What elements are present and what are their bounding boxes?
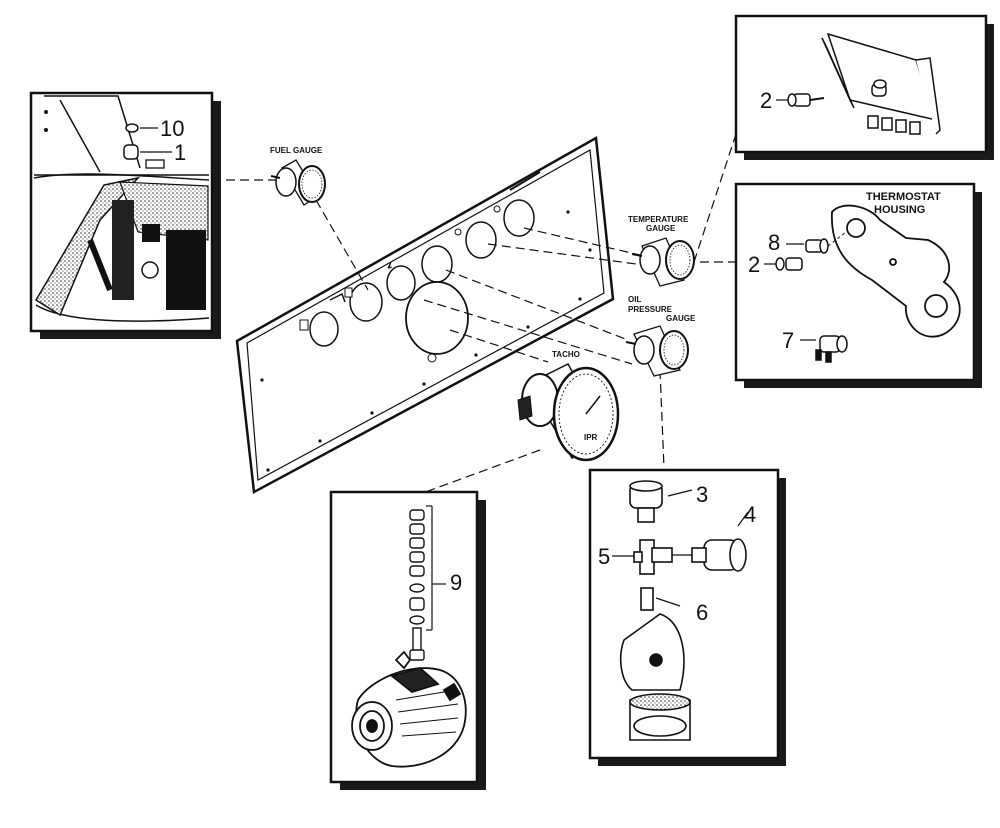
inset-fuel-sender bbox=[29, 91, 221, 339]
panel-hole-temp bbox=[465, 221, 497, 259]
callout-7: 7 bbox=[782, 328, 794, 353]
callout-10: 10 bbox=[160, 116, 184, 141]
inset-thermostat-housing bbox=[734, 182, 982, 388]
thermostat-label-1: THERMOSTAT bbox=[866, 191, 941, 203]
panel-hole-fuel bbox=[349, 282, 383, 322]
fuel-gauge-label: FUEL GAUGE bbox=[270, 146, 323, 155]
callout-9: 9 bbox=[450, 570, 462, 595]
tachometer bbox=[517, 363, 620, 462]
inset-alternator bbox=[329, 490, 486, 790]
tacho-label: TACHO bbox=[552, 350, 580, 359]
instrument-panel bbox=[235, 135, 615, 494]
inset-oil-pressure-sender bbox=[588, 468, 786, 766]
panel-hole-small-3 bbox=[503, 199, 535, 237]
fuel-gauge bbox=[270, 159, 326, 206]
callout-2b: 2 bbox=[748, 252, 760, 277]
temperature-gauge-label-1: TEMPERATURE bbox=[628, 215, 689, 224]
tacho-dial-label: IPR bbox=[584, 433, 598, 442]
callout-1: 1 bbox=[174, 140, 186, 165]
callout-6: 6 bbox=[696, 600, 708, 625]
oil-pressure-label-3: GAUGE bbox=[666, 314, 696, 323]
oil-pressure-label-1: OIL bbox=[628, 295, 641, 304]
oil-pressure-label-2: PRESSURE bbox=[628, 305, 673, 314]
panel-hole-tacho bbox=[405, 281, 469, 355]
thermostat-label-2: HOUSING bbox=[874, 204, 925, 216]
oil-pressure-gauge bbox=[625, 325, 689, 377]
temperature-gauge bbox=[631, 237, 695, 287]
callout-4: 4 bbox=[744, 502, 756, 527]
temperature-gauge-label-2: GAUGE bbox=[646, 224, 676, 233]
inset-sender-plate bbox=[734, 14, 994, 160]
callout-2a: 2 bbox=[760, 88, 772, 113]
panel-hole-small-1 bbox=[309, 311, 339, 347]
callout-5: 5 bbox=[598, 544, 610, 569]
panel-hole-small-2 bbox=[386, 265, 416, 301]
panel-hole-oil bbox=[421, 245, 453, 283]
callout-3: 3 bbox=[696, 482, 708, 507]
callout-8: 8 bbox=[768, 230, 780, 255]
